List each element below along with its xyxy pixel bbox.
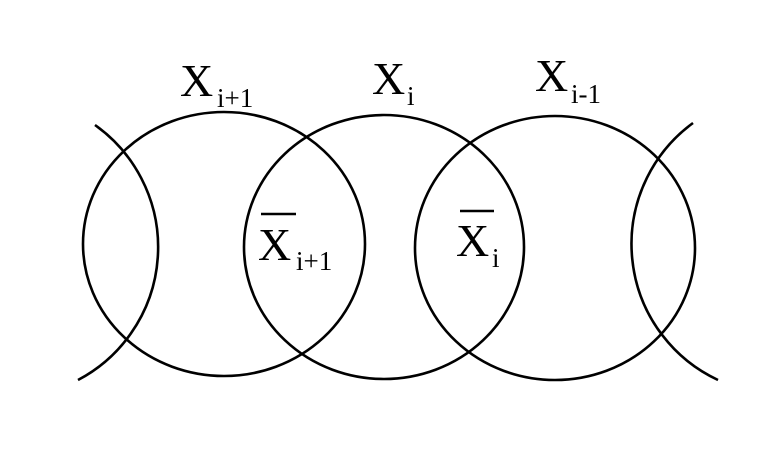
label-base: X xyxy=(180,55,213,106)
set-x-i-plus-1 xyxy=(81,110,367,378)
label-subscript: i-1 xyxy=(571,79,601,109)
label-x-i-plus-1: X i+1 xyxy=(180,55,253,113)
set-x-i xyxy=(242,113,526,381)
set-x-i-minus-1 xyxy=(413,114,697,382)
label-base: X xyxy=(456,215,489,266)
partial-set-right-arc xyxy=(630,121,719,382)
label-x-i-minus-1: X i-1 xyxy=(535,50,601,109)
label-subscript: i xyxy=(492,243,500,273)
label-x-i: X i xyxy=(372,53,415,111)
label-subscript: i+1 xyxy=(296,246,332,276)
partial-set-left-arc xyxy=(77,123,160,382)
label-base: X xyxy=(372,53,405,104)
label-subscript: i+1 xyxy=(217,83,253,113)
label-x-bar-i: X i xyxy=(456,209,500,273)
label-x-bar-i-plus-1: X i+1 xyxy=(258,212,332,276)
label-base: X xyxy=(258,219,291,270)
label-subscript: i xyxy=(407,81,415,111)
label-base: X xyxy=(535,50,568,101)
